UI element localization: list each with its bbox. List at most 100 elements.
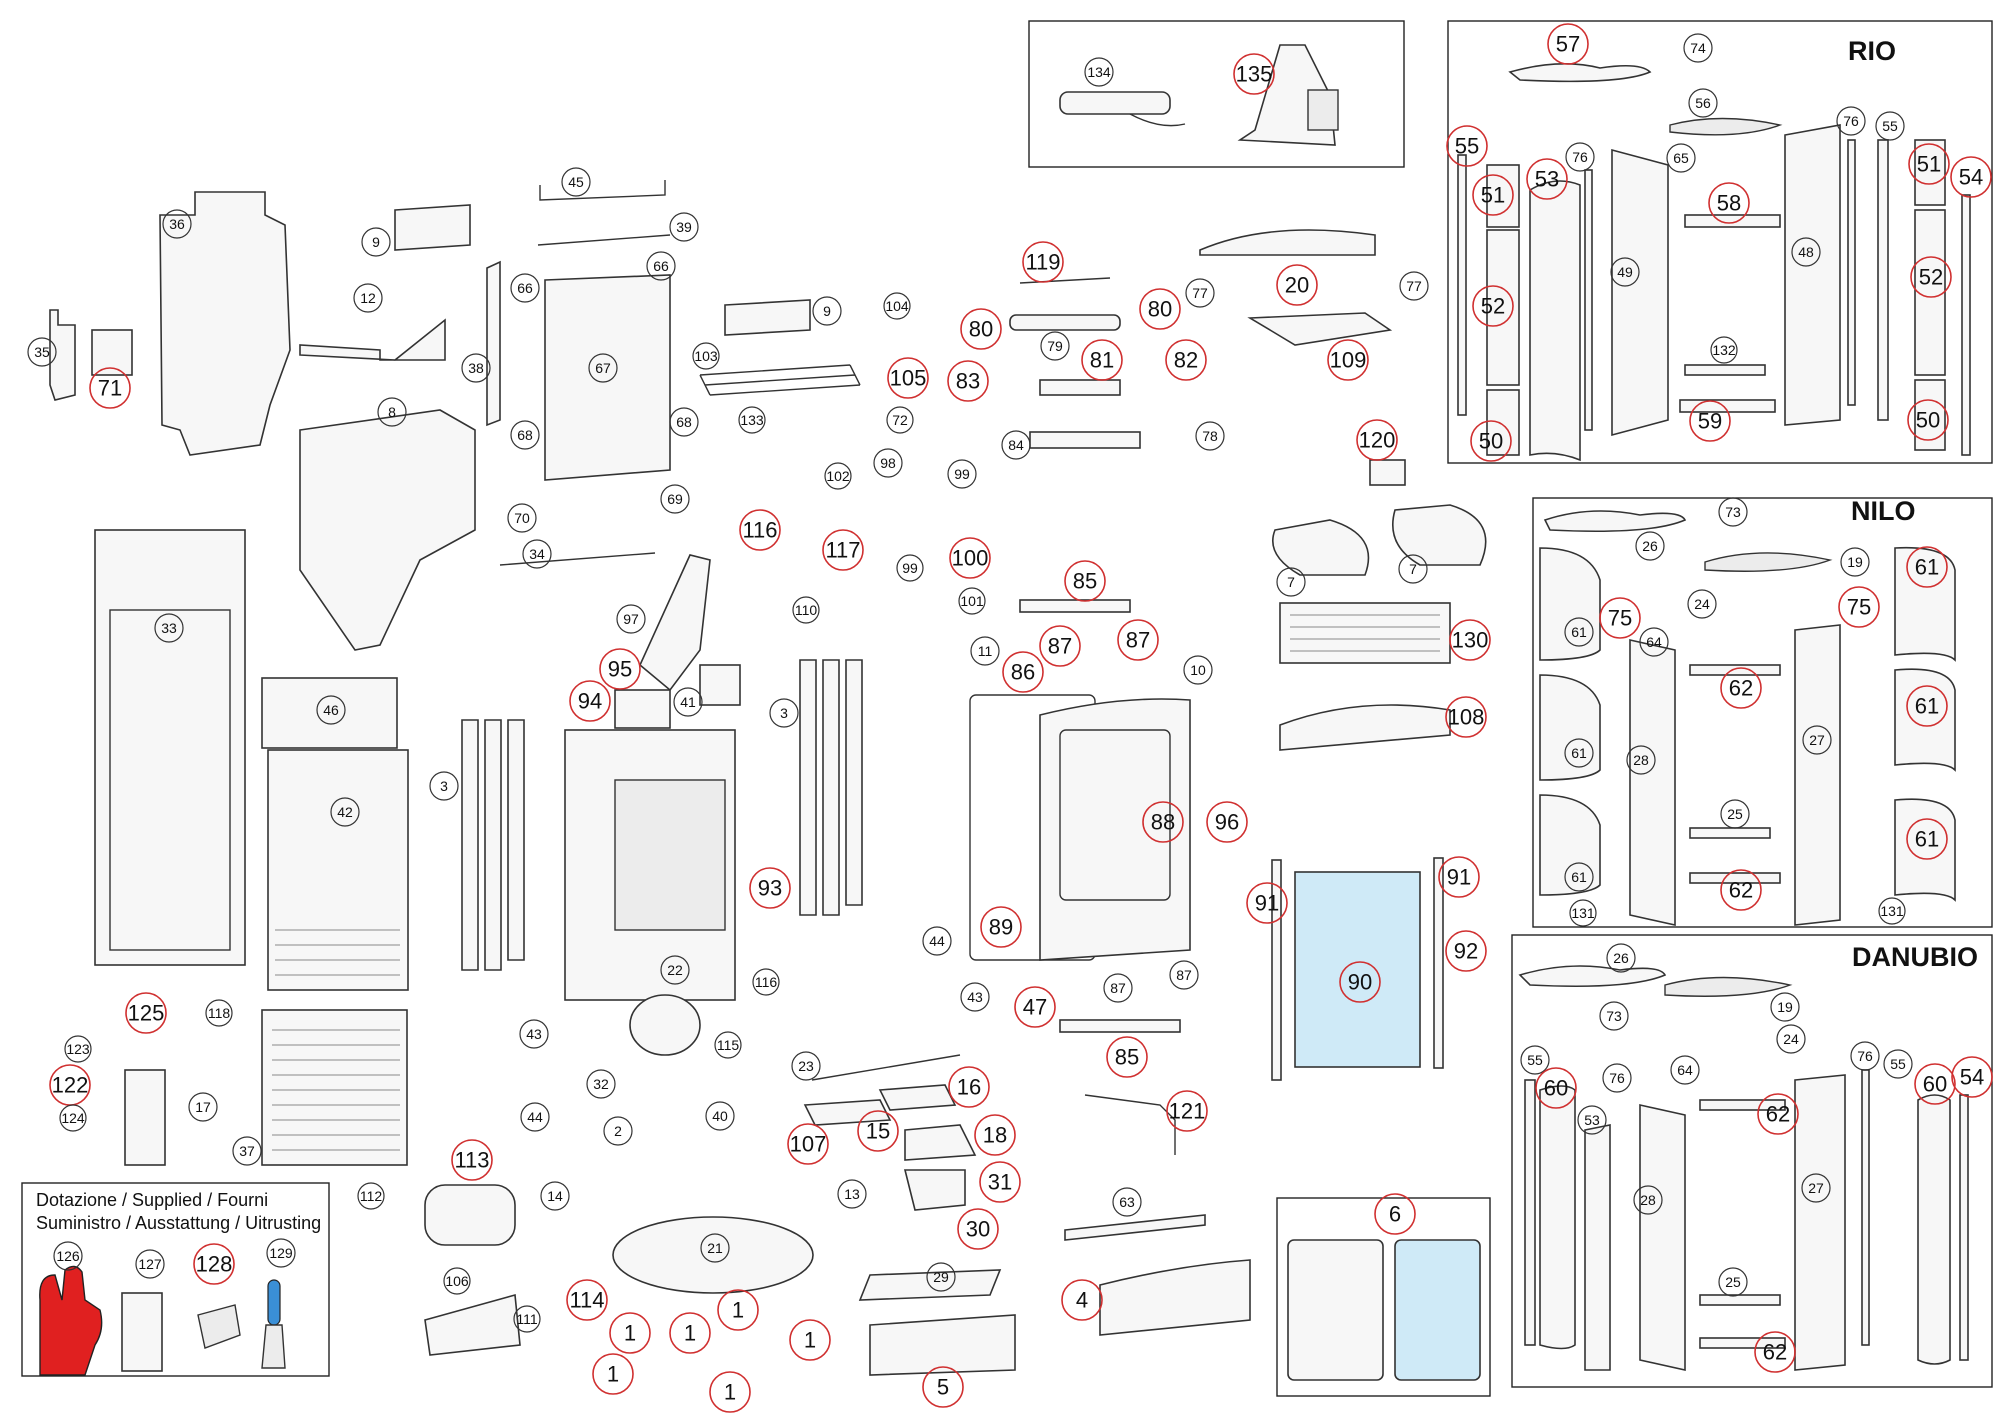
nilo-28-panel	[1629, 639, 1676, 926]
callout-circle	[1445, 696, 1487, 738]
scraper-129-blade	[261, 1324, 286, 1369]
callout-circle	[1635, 531, 1665, 561]
part-33-inner	[109, 609, 231, 951]
callout-circle	[1446, 125, 1488, 167]
callout-circle	[59, 1104, 87, 1132]
callout-c6: 6	[1374, 1193, 1416, 1235]
callout-number: 76	[1572, 149, 1588, 165]
callout-circle	[1438, 856, 1480, 898]
callout-c78: 78	[1195, 421, 1225, 451]
callout-circle	[949, 537, 991, 579]
callout-number: 87	[1048, 634, 1072, 659]
part-3-tubes-left	[461, 719, 525, 971]
callout-number: 64	[1646, 634, 1662, 650]
callout-number: 51	[1917, 152, 1941, 177]
callout-number: 83	[956, 369, 980, 394]
glove-126	[39, 1265, 103, 1376]
callout-number: 10	[1190, 662, 1206, 678]
callout-circle	[1602, 1063, 1632, 1093]
part-23-rod	[811, 1054, 961, 1081]
callout-c7b: 7	[1398, 554, 1428, 584]
callout-number: 69	[667, 491, 683, 507]
part-88-window	[1059, 729, 1171, 901]
callout-circle	[837, 1179, 867, 1209]
callout-number: 91	[1447, 865, 1471, 890]
rio-55b-strip	[1877, 139, 1889, 421]
callout-number: 78	[1202, 428, 1218, 444]
callout-d55b: 55	[1883, 1049, 1913, 1079]
callout-c129: 129	[266, 1238, 296, 1268]
callout-circle	[1472, 285, 1514, 327]
callout-circle	[789, 1319, 831, 1361]
part-35-bracket	[49, 309, 76, 401]
callout-r52b: 52	[1910, 256, 1952, 298]
callout-number: 131	[1880, 903, 1904, 919]
callout-circle	[958, 587, 986, 615]
supplied-label-line1: Dotazione / Supplied / Fourni	[36, 1190, 268, 1210]
callout-circle	[792, 596, 820, 624]
callout-number: 110	[795, 602, 818, 618]
callout-circle	[569, 680, 611, 722]
callout-c37: 37	[232, 1136, 262, 1166]
callout-number: 25	[1727, 806, 1743, 822]
callout-circle	[812, 296, 842, 326]
nilo-61c-panel	[1539, 794, 1601, 896]
callout-circle	[1906, 685, 1948, 727]
callout-d76a: 76	[1602, 1063, 1632, 1093]
callout-c4: 4	[1061, 1279, 1103, 1321]
danubio-title: DANUBIO	[1852, 942, 1978, 972]
callout-number: 60	[1544, 1076, 1568, 1101]
part-134-motor	[1059, 91, 1186, 127]
callout-circle	[1040, 331, 1070, 361]
callout-circle	[603, 1116, 633, 1146]
callout-circle	[266, 1238, 296, 1268]
callout-circle	[53, 1241, 83, 1271]
callout-c91a: 91	[1246, 882, 1288, 924]
callout-circle	[1139, 288, 1181, 330]
part-121-probe	[1084, 1094, 1176, 1155]
rio-48-panel	[1784, 124, 1841, 426]
callout-circle	[1169, 960, 1199, 990]
callout-circle	[27, 337, 57, 367]
callout-circle	[1770, 992, 1800, 1022]
callout-c16: 16	[948, 1066, 990, 1108]
callout-c106: 106	[443, 1267, 471, 1295]
callout-circle	[1906, 546, 1948, 588]
callout-c44b: 44	[520, 1102, 550, 1132]
callout-number: 52	[1481, 294, 1505, 319]
callout-r58: 58	[1708, 182, 1750, 224]
callout-circle	[588, 353, 618, 383]
callout-n61e: 61	[1564, 862, 1594, 892]
callout-circle	[1610, 257, 1640, 287]
callout-circle	[1117, 619, 1159, 661]
callout-c120: 120	[1356, 419, 1398, 461]
callout-c119: 119	[1022, 241, 1064, 283]
part-91-right-strip	[1433, 857, 1444, 1069]
part-31-tray	[903, 1169, 966, 1211]
callout-number: 1	[804, 1328, 816, 1353]
callout-c99b: 99	[896, 554, 924, 582]
callout-c1d: 1	[789, 1319, 831, 1361]
callout-circle	[1165, 339, 1207, 381]
callout-n19: 19	[1840, 547, 1870, 577]
part-88-door	[1039, 698, 1191, 961]
callout-number: 55	[1890, 1056, 1906, 1072]
callout-circle	[1914, 1063, 1956, 1105]
callout-circle	[1142, 801, 1184, 843]
callout-c77b: 77	[1399, 271, 1429, 301]
callout-c85b: 85	[1106, 1036, 1148, 1078]
callout-circle	[948, 1066, 990, 1108]
callout-c43a: 43	[960, 982, 990, 1012]
callout-c124: 124	[59, 1104, 87, 1132]
callout-number: 123	[66, 1041, 90, 1057]
callout-r55a: 55	[1446, 125, 1488, 167]
callout-circle	[1399, 271, 1429, 301]
callout-circle	[947, 459, 977, 489]
callout-number: 39	[676, 219, 692, 235]
callout-circle	[1951, 1056, 1993, 1098]
rio-52b-panel	[1914, 209, 1946, 376]
part-41-flange	[699, 664, 741, 706]
callout-c21: 21	[700, 1233, 730, 1263]
callout-c2: 2	[603, 1116, 633, 1146]
callout-c44a: 44	[922, 926, 952, 956]
